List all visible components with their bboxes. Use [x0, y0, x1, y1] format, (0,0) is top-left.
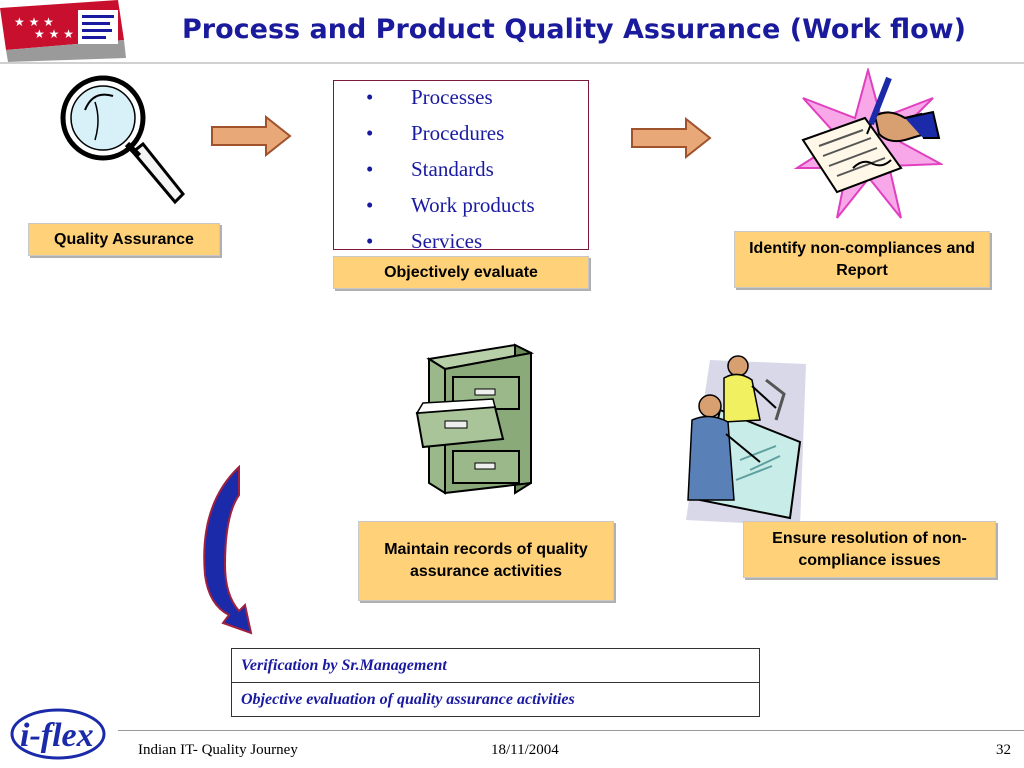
- maintain-records-box: Maintain records of quality assurance ac…: [358, 521, 614, 601]
- ensure-resolution-box: Ensure resolution of non-compliance issu…: [743, 521, 996, 578]
- footer-left-text: Indian IT- Quality Journey: [138, 742, 298, 758]
- title-divider: [0, 62, 1024, 64]
- footer-date: 18/11/2004: [491, 742, 559, 758]
- right-arrow-icon: [211, 115, 292, 157]
- curved-down-arrow-icon: [203, 465, 253, 635]
- identify-noncompliance-box: Identify non-compliances and Report: [734, 231, 990, 288]
- list-item: •Procedures: [366, 121, 505, 145]
- objectively-evaluate-box: Objectively evaluate: [333, 256, 589, 289]
- filing-cabinet-icon: [415, 343, 535, 495]
- magnifying-glass-icon: [60, 75, 186, 205]
- verification-row: Verification by Sr.Management: [241, 657, 447, 674]
- list-item: •Processes: [366, 85, 493, 109]
- engineers-drafting-icon: [686, 355, 806, 525]
- quality-assurance-box: Quality Assurance: [28, 223, 220, 256]
- page-title: Process and Product Quality Assurance (W…: [182, 14, 966, 45]
- conference-logo: ★ ★ ★ ★ ★ ★: [0, 0, 126, 62]
- right-arrow-icon: [631, 117, 712, 159]
- page-number: 32: [996, 742, 1011, 758]
- verification-row: Objective evaluation of quality assuranc…: [232, 682, 759, 716]
- list-item: •Standards: [366, 157, 494, 181]
- list-item: •Work products: [366, 193, 535, 217]
- iflex-logo: i-flex: [10, 708, 106, 760]
- verification-table: Verification by Sr.Management Objective …: [231, 648, 760, 717]
- footer-divider: [118, 730, 1024, 731]
- evaluated-items-box: •Processes •Procedures •Standards •Work …: [333, 80, 589, 252]
- svg-text:★ ★ ★: ★ ★ ★: [34, 27, 74, 41]
- list-item: •Services: [366, 229, 483, 253]
- svg-text:★ ★ ★: ★ ★ ★: [14, 15, 54, 29]
- svg-text:i-flex: i-flex: [20, 717, 94, 754]
- signing-document-icon: [793, 68, 943, 219]
